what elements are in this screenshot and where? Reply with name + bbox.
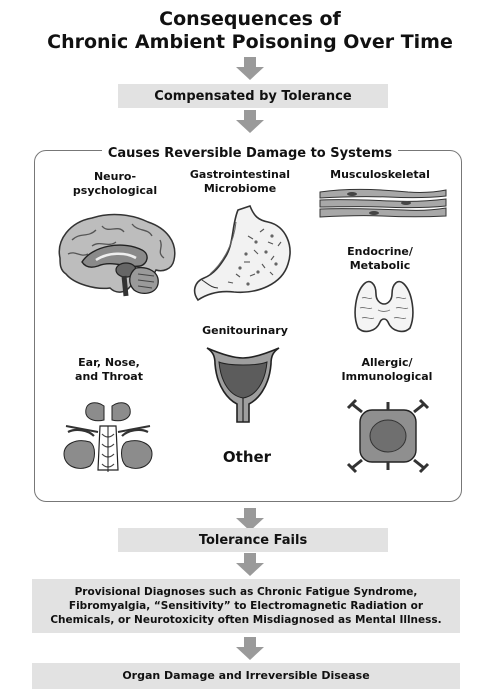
down-arrow-icon (236, 110, 264, 133)
system-label-endocrine: Endocrine/ Metabolic (330, 245, 430, 273)
ent-label-line-2: and Throat (75, 370, 143, 383)
gi-label-line-2: Microbiome (203, 182, 277, 195)
allergic-label-line-2: Immunological (341, 370, 433, 383)
provisional-line-2: Fibromyalgia, “Sensitivity” to Electroma… (68, 600, 424, 612)
down-arrow-icon (236, 508, 264, 531)
provisional-line-1: Provisional Diagnoses such as Chronic Fa… (74, 586, 418, 598)
system-label-allergic: Allergic/ Immunological (322, 356, 452, 384)
organ-damage-label: Organ Damage and Irreversible Disease (122, 669, 370, 682)
thyroid-icon (354, 280, 414, 333)
down-arrow-icon (236, 637, 264, 660)
compensated-by-tolerance-box: Compensated by Tolerance (118, 84, 388, 108)
gi-label-line-1: Gastrointestinal (189, 168, 291, 181)
down-arrow-icon (236, 57, 264, 80)
endocrine-label-line-1: Endocrine/ (347, 245, 413, 258)
immune-cell-icon (346, 398, 430, 474)
diagram-title-line-1: Consequences of (159, 8, 341, 30)
tolerance-fails-box: Tolerance Fails (118, 528, 388, 552)
system-label-other: Other (222, 448, 272, 466)
bladder-icon (206, 347, 280, 423)
ent-label-line-1: Ear, Nose, (78, 356, 140, 369)
endocrine-label-line-2: Metabolic (349, 259, 411, 272)
tolerance-fails-label: Tolerance Fails (198, 532, 308, 548)
genito-label-line-1: Genitourinary (202, 324, 288, 337)
diagram-title-line-2: Chronic Ambient Poisoning Over Time (47, 31, 453, 53)
stomach-icon (193, 205, 291, 302)
system-label-genitourinary: Genitourinary (180, 324, 310, 338)
reversible-damage-header: Causes Reversible Damage to Systems (0, 142, 500, 161)
provisional-diagnoses-box: Provisional Diagnoses such as Chronic Fa… (32, 579, 460, 633)
system-label-ent: Ear, Nose, and Throat (54, 356, 164, 384)
neuro-label-line-1: Neuro- (93, 170, 137, 183)
provisional-line-3: Chemicals, or Neurotoxicity often Misdia… (50, 614, 442, 626)
down-arrow-icon (236, 553, 264, 576)
neuro-label-line-2: psychological (72, 184, 158, 197)
system-label-neuropsychological: Neuro- psychological (60, 170, 170, 198)
musculo-label-line-1: Musculoskeletal (330, 168, 430, 181)
system-label-musculoskeletal: Musculoskeletal (320, 168, 440, 182)
organ-damage-box: Organ Damage and Irreversible Disease (32, 663, 460, 689)
reversible-damage-label: Causes Reversible Damage to Systems (101, 146, 399, 161)
brain-icon (58, 213, 176, 297)
allergic-label-line-1: Allergic/ (361, 356, 413, 369)
muscle-fiber-icon (319, 188, 447, 218)
sinus-icon (63, 402, 153, 472)
compensated-by-tolerance-label: Compensated by Tolerance (154, 88, 352, 104)
system-label-gastrointestinal: Gastrointestinal Microbiome (180, 168, 300, 196)
